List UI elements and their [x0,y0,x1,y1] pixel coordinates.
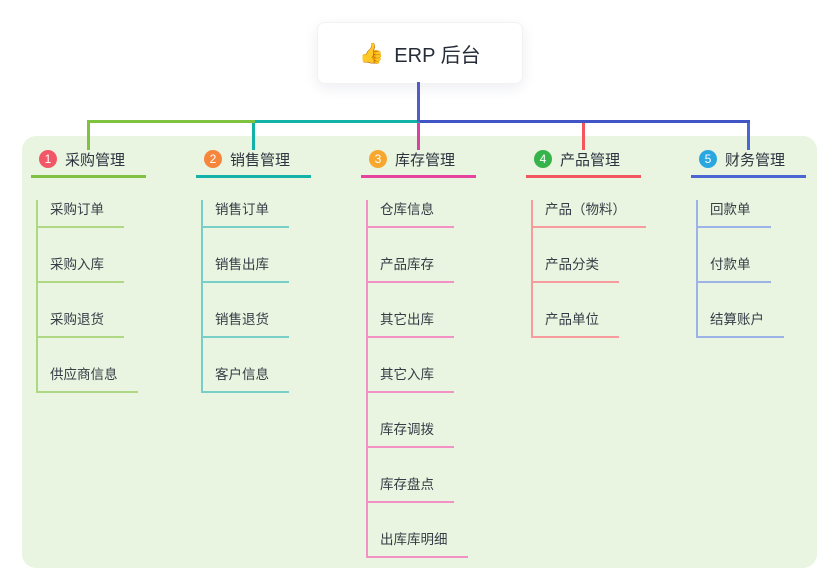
branch-item-label: 销售订单 [215,202,269,217]
branch-item[interactable]: 产品单位 [531,310,619,338]
thumbs-up-icon: 👍 [359,42,385,65]
branch-drop-inventory [417,122,420,150]
branch-items: 产品（物料） 产品分类产品单位 [531,200,646,338]
branch-header[interactable]: 2 销售管理 [196,143,346,175]
branch-number-badge: 5 [699,150,717,168]
branch-item[interactable]: 采购订单 [36,200,124,228]
branch-item-label: 采购订单 [50,202,104,217]
branch-header[interactable]: 1 采购管理 [31,143,181,175]
branch-item-label: 其它入库 [380,367,434,382]
branch-label: 产品管理 [560,151,621,169]
branch-sales: 2 销售管理 销售订单销售出库销售退货客户信息 [196,143,346,393]
branch-number-badge: 2 [204,150,222,168]
branch-item[interactable]: 销售订单 [201,200,289,228]
branch-item-label: 销售退货 [215,312,269,327]
branch-item[interactable]: 仓库信息 [366,200,454,228]
branch-item[interactable]: 付款单 [696,255,771,283]
branch-item-label: 产品库存 [380,257,434,272]
branch-label: 库存管理 [395,151,456,169]
branch-item[interactable]: 客户信息 [201,365,289,393]
branch-item[interactable]: 产品库存 [366,255,454,283]
bus-segment-blue [420,120,750,123]
branch-item-label: 采购入库 [50,257,104,272]
branch-underline [31,175,146,178]
branch-label: 销售管理 [230,151,291,169]
branch-item-label: 销售出库 [215,257,269,272]
bus-segment-teal [255,120,420,123]
branch-item[interactable]: 回款单 [696,200,771,228]
branch-item[interactable]: 销售退货 [201,310,289,338]
branch-number-badge: 4 [534,150,552,168]
branch-inventory: 3 库存管理 仓库信息产品库存其它出库其它入库库存调拨库存盘点出库库明细 [361,143,511,558]
branch-finance: 5 财务管理 回款单付款单结算账户 [691,143,839,338]
branch-label: 采购管理 [65,151,126,169]
branch-item[interactable]: 结算账户 [696,310,784,338]
branch-underline [526,175,641,178]
root-connector [417,82,420,122]
branch-drop-finance [747,122,750,150]
branch-purchase: 1 采购管理 采购订单采购入库采购退货供应商信息 [31,143,181,393]
branch-item[interactable]: 供应商信息 [36,365,138,393]
branch-product: 4 产品管理 产品（物料） 产品分类产品单位 [526,143,676,338]
branch-item-label: 回款单 [710,202,751,217]
branch-item-label: 产品分类 [545,257,599,272]
branch-item-label: 供应商信息 [50,367,118,382]
branch-drop-sales [252,122,255,150]
branch-number-badge: 3 [369,150,387,168]
branch-items: 销售订单销售出库销售退货客户信息 [201,200,289,393]
branch-item[interactable]: 出库库明细 [366,530,468,558]
branch-underline [196,175,311,178]
branch-drop-product [582,122,585,150]
branch-number-badge: 1 [39,150,57,168]
branch-item[interactable]: 其它入库 [366,365,454,393]
branch-header[interactable]: 5 财务管理 [691,143,839,175]
branch-item-label: 结算账户 [710,312,764,327]
branch-item-label: 库存调拨 [380,422,434,437]
branch-item[interactable]: 其它出库 [366,310,454,338]
branch-label: 财务管理 [725,151,786,169]
root-node[interactable]: 👍 ERP 后台 [317,22,523,84]
branch-item-label: 出库库明细 [380,532,448,547]
branch-underline [361,175,476,178]
branch-item[interactable]: 库存盘点 [366,475,454,503]
branch-underline [691,175,806,178]
branch-items: 回款单付款单结算账户 [696,200,784,338]
branch-item[interactable]: 产品分类 [531,255,619,283]
branch-header[interactable]: 4 产品管理 [526,143,676,175]
branch-items: 仓库信息产品库存其它出库其它入库库存调拨库存盘点出库库明细 [366,200,468,558]
branch-item-label: 客户信息 [215,367,269,382]
root-label: ERP 后台 [394,44,481,67]
bus-segment-green [87,120,255,123]
mindmap-panel [22,136,817,568]
branch-items: 采购订单采购入库采购退货供应商信息 [36,200,138,393]
branch-item[interactable]: 采购退货 [36,310,124,338]
branch-item-label: 采购退货 [50,312,104,327]
branch-item-label: 付款单 [710,257,751,272]
branch-item-label: 库存盘点 [380,477,434,492]
branch-item-label: 产品单位 [545,312,599,327]
branch-drop-purchase [87,122,90,150]
branch-item[interactable]: 库存调拨 [366,420,454,448]
branch-item-label: 产品（物料） [545,202,626,217]
branch-item-label: 仓库信息 [380,202,434,217]
branch-item[interactable]: 采购入库 [36,255,124,283]
branch-header[interactable]: 3 库存管理 [361,143,511,175]
branch-item[interactable]: 销售出库 [201,255,289,283]
branch-item[interactable]: 产品（物料） [531,200,646,228]
branch-item-label: 其它出库 [380,312,434,327]
